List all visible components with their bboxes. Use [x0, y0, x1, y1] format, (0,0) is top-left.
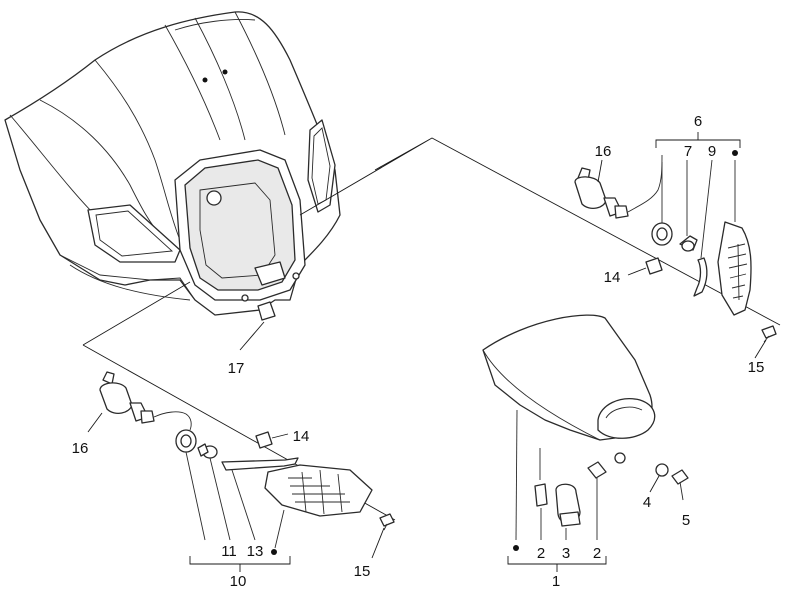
callout-9: 9: [708, 143, 716, 160]
callout-2-right: 2: [593, 545, 601, 562]
callout-11: 11: [221, 543, 237, 560]
callout-1: 1: [552, 573, 560, 590]
callout-16-right: 16: [595, 143, 612, 160]
callout-5: 5: [682, 512, 690, 529]
callout-3: 3: [562, 545, 570, 562]
callout-16-left: 16: [72, 440, 89, 457]
callout-15-right: 15: [748, 359, 765, 376]
left-turn-signal-group: [87, 371, 395, 572]
callout-14-right: 14: [604, 269, 621, 286]
body-front-shield: [4, 11, 341, 316]
callout-17: 17: [228, 360, 245, 377]
callout-15-left: 15: [354, 563, 371, 580]
horn-bolt-icon: [206, 190, 222, 206]
callout-2-left: 2: [537, 545, 545, 562]
callout-14-left: 14: [293, 428, 310, 445]
callout-labels: 1 2 2 3 4 5 6 7 9 10 11 13 14 14 15 15 1…: [72, 113, 765, 590]
right-turn-signal-group: [574, 132, 777, 359]
rear-light-group: [482, 314, 689, 572]
assembly-outline: [82, 137, 781, 521]
callout-6: 6: [694, 113, 702, 130]
callout-10: 10: [230, 573, 247, 590]
callout-4: 4: [643, 494, 651, 511]
callout-7: 7: [684, 143, 692, 160]
clip-part-17: [239, 301, 276, 351]
callout-13: 13: [247, 543, 264, 560]
